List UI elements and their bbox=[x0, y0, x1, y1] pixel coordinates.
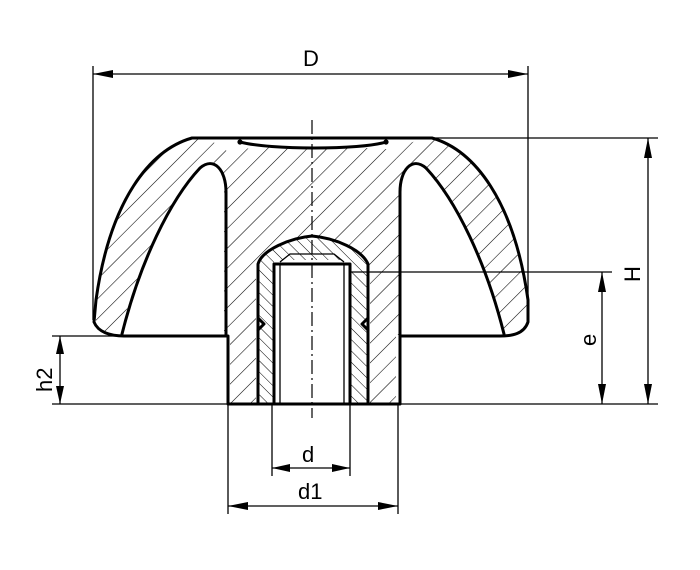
dimension-e: e bbox=[350, 271, 612, 404]
arrowhead-h2-bottom bbox=[56, 386, 64, 404]
arrowhead-D-left bbox=[93, 70, 113, 78]
label-d1: d1 bbox=[298, 479, 322, 504]
arrowhead-d1-left bbox=[228, 502, 248, 510]
dimension-d1: d1 bbox=[227, 404, 399, 514]
right-wing-section bbox=[396, 138, 528, 335]
label-h2: h2 bbox=[32, 368, 57, 392]
top-edge-mark-left bbox=[237, 139, 243, 145]
label-D: D bbox=[303, 46, 319, 71]
label-H: H bbox=[620, 266, 645, 282]
arrowhead-e-bottom bbox=[598, 384, 606, 404]
dimension-d: d bbox=[271, 404, 351, 476]
hub-section bbox=[230, 147, 396, 404]
arrowhead-d-right bbox=[332, 464, 350, 472]
top-edge-mark-right bbox=[383, 139, 389, 145]
thread-bore bbox=[272, 262, 352, 406]
dimension-D: D bbox=[92, 46, 529, 320]
arrowhead-d-left bbox=[272, 464, 290, 472]
arrowhead-e-top bbox=[598, 272, 606, 292]
dimension-H: H bbox=[400, 137, 658, 405]
right-recess-contour bbox=[398, 162, 506, 338]
arrowhead-H-bottom bbox=[644, 384, 652, 404]
insert-notch-left bbox=[256, 316, 266, 332]
left-recess-contour bbox=[120, 162, 228, 338]
arrowhead-d1-right bbox=[378, 502, 398, 510]
dimension-h2: h2 bbox=[32, 335, 228, 405]
insert-notch-right bbox=[360, 316, 370, 332]
knob-section bbox=[92, 136, 530, 406]
arrowhead-D-right bbox=[508, 70, 528, 78]
label-d: d bbox=[302, 442, 314, 467]
arrowhead-h2-top bbox=[56, 336, 64, 354]
left-wing-section bbox=[96, 138, 230, 335]
arrowhead-H-top bbox=[644, 138, 652, 158]
label-e: e bbox=[576, 334, 601, 346]
knob-top-face bbox=[238, 140, 388, 150]
